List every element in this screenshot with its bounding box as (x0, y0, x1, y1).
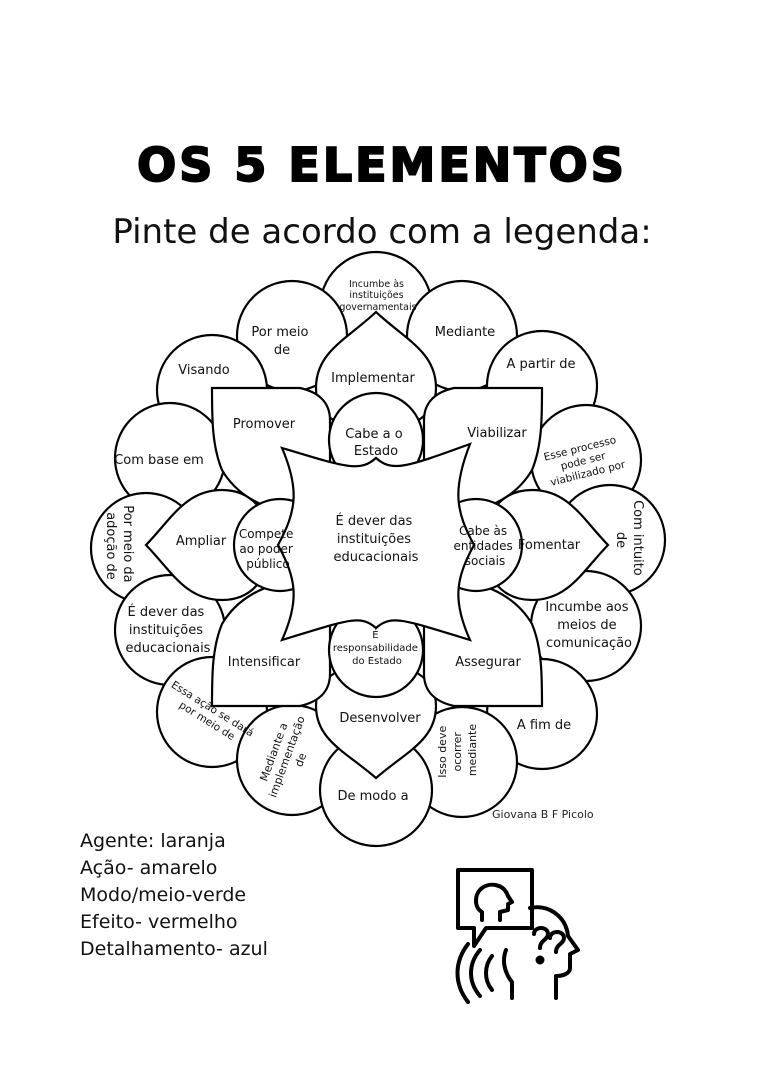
flower-diagram: Incumbe às instituições governamentais P… (89, 250, 667, 848)
outer-label-por-meio-de: Por meio de (251, 325, 312, 358)
outer-label-dever-instituicoes: É dever das instituições educacionais (126, 604, 211, 656)
legend-item-efeito: Efeito- vermelho (80, 911, 238, 933)
middle-label-implementar: Implementar (331, 371, 415, 386)
outer-label-por-meio-da-adocao: Por meio da adoção de (103, 505, 135, 587)
legend-item-acao: Ação- amarelo (80, 857, 218, 879)
middle-label-intensificar: Intensificar (228, 655, 301, 670)
middle-label-fomentar: Fomentar (518, 538, 581, 553)
outer-label-a-partir-de: A partir de (506, 357, 575, 372)
middle-label-ampliar: Ampliar (176, 534, 227, 549)
page-title: OS 5 ELEMENTOS (136, 137, 627, 193)
middle-label-assegurar: Assegurar (455, 655, 521, 670)
middle-label-desenvolver: Desenvolver (339, 711, 421, 726)
outer-label-com-intuito: Com intuito de (613, 500, 645, 580)
legend-item-agente: Agente: laranja (80, 830, 226, 852)
legend-item-modo: Modo/meio-verde (80, 884, 247, 906)
legend-item-detalhamento: Detalhamento- azul (80, 938, 268, 960)
page-subtitle: Pinte de acordo com a legenda: (112, 212, 652, 252)
inner-label-left: Compete ao poder público (239, 527, 297, 571)
author-credit: Giovana B F Picolo (492, 808, 594, 821)
outer-label-com-base-em: Com base em (114, 453, 204, 468)
outer-label-mediante: Mediante (435, 325, 495, 340)
inner-label-top: Cabe a o Estado (345, 427, 407, 459)
outer-label-visando: Visando (178, 363, 229, 378)
color-legend: Agente: laranja Ação- amarelo Modo/meio-… (80, 828, 268, 963)
person-thinking-question-icon (455, 868, 580, 1004)
center-label: É dever das instituições educacionais (334, 513, 419, 565)
outer-label-a-fim-de: A fim de (517, 718, 571, 733)
middle-label-promover: Promover (233, 417, 296, 432)
outer-label-meios-comunicacao: Incumbe aos meios de comunicação (545, 600, 632, 651)
inner-label-bottom: É responsabilidade do Estado (333, 628, 421, 667)
outer-label-isso-deve: Isso deve ocorrer mediante (436, 722, 479, 777)
outer-label-de-modo-a: De modo a (337, 789, 408, 804)
middle-label-viabilizar: Viabilizar (467, 426, 527, 441)
center-shape[interactable] (276, 442, 476, 642)
outer-label-top: Incumbe às instituições governamentais (339, 279, 416, 313)
inner-label-right: Cabe às entidades sociais (453, 524, 516, 568)
